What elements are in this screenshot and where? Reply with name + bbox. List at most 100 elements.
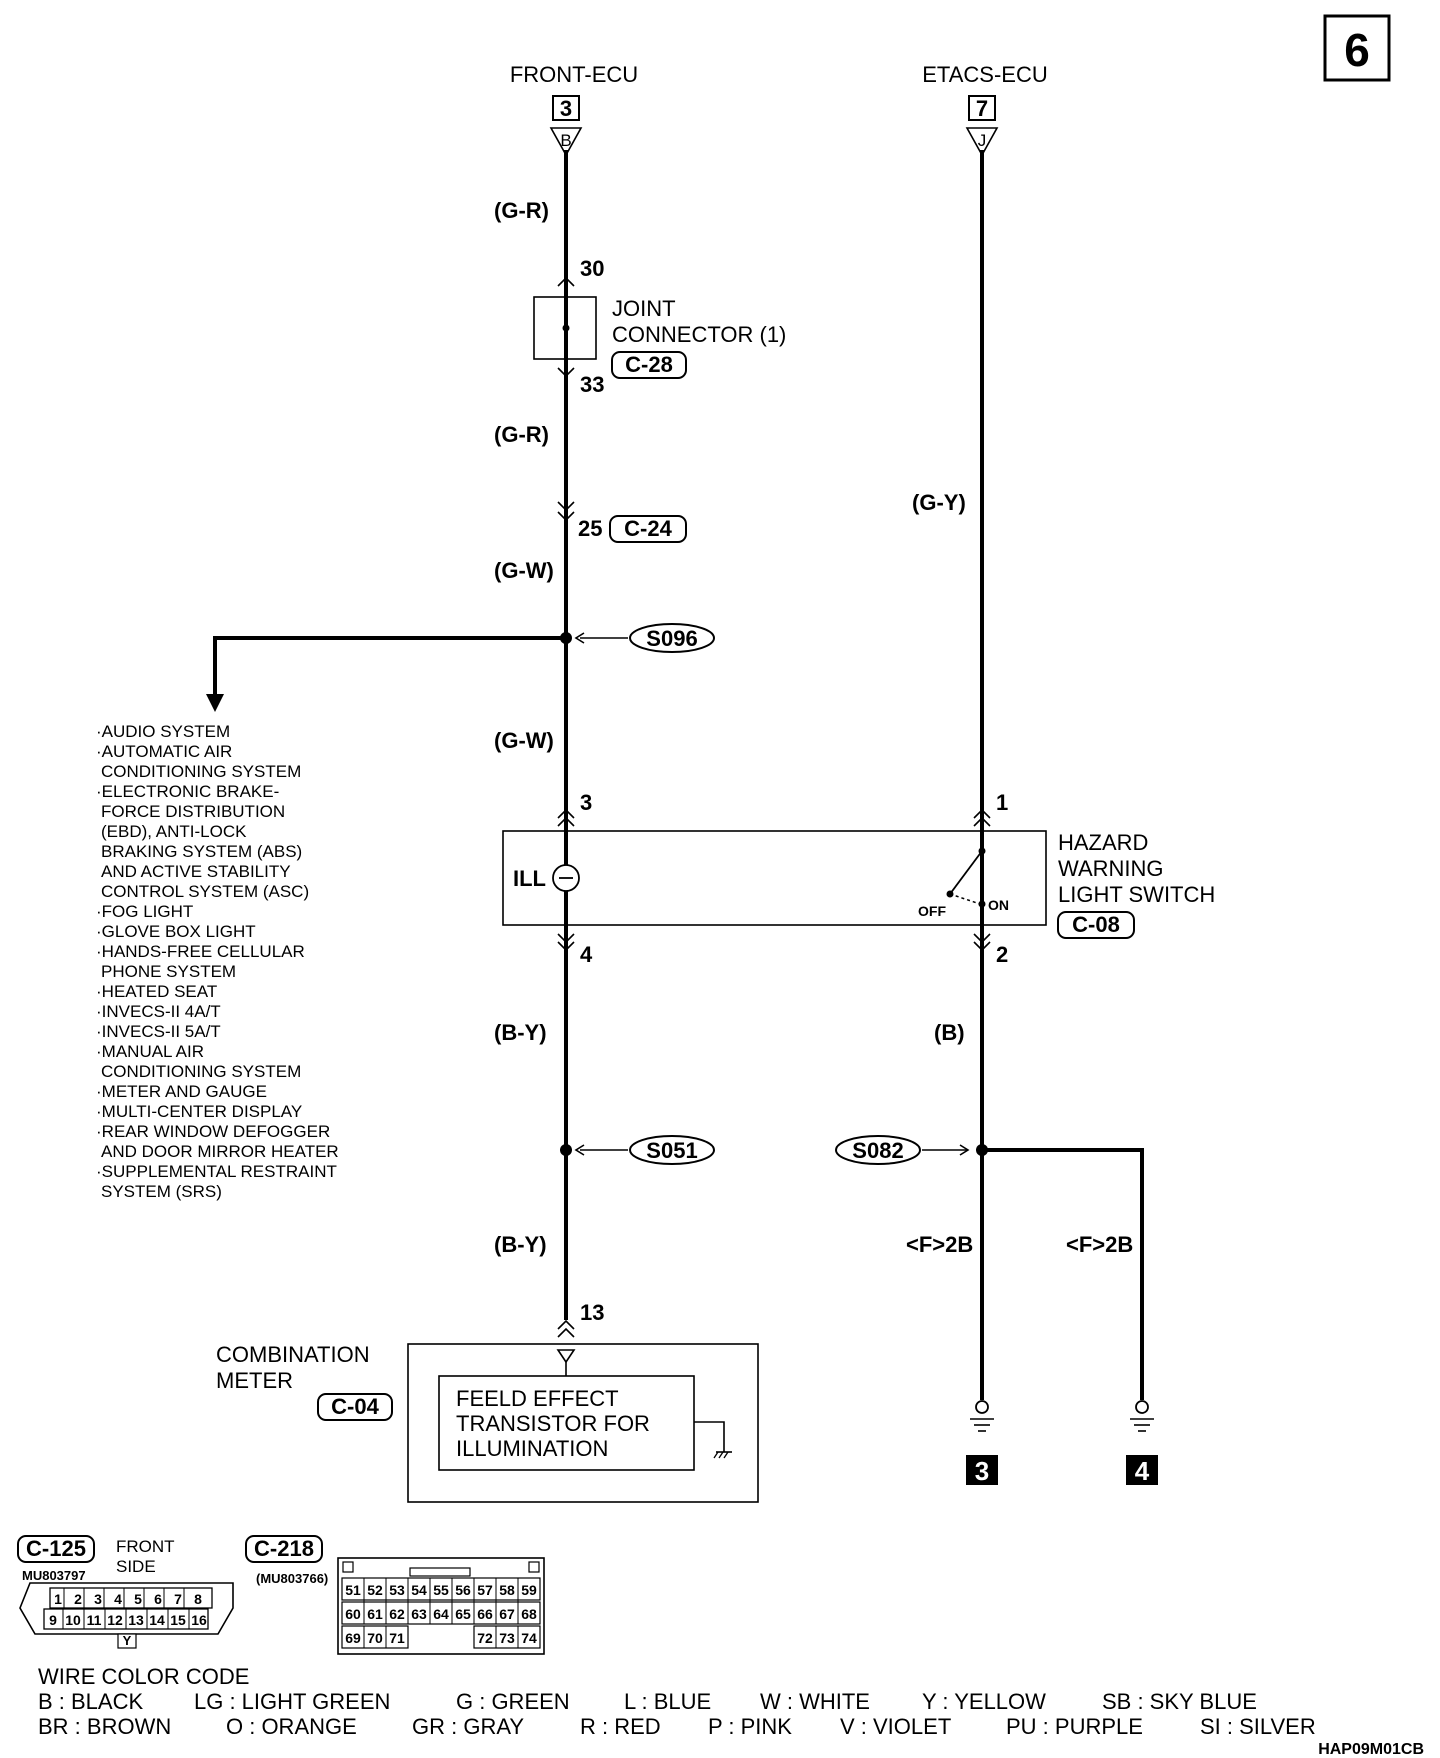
branch-item: CONTROL SYSTEM (ASC) xyxy=(101,882,309,901)
joint-label-1: JOINT xyxy=(612,296,676,321)
hazard-label-1: HAZARD xyxy=(1058,830,1148,855)
c218-pin-grid: 51 52 53 54 55 56 57 58 59 60 61 62 63 6… xyxy=(341,1577,541,1649)
branch-item: BRAKING SYSTEM (ABS) xyxy=(101,842,302,861)
branch-item: ·GLOVE BOX LIGHT xyxy=(96,922,256,941)
splice-s082: S082 xyxy=(835,1135,1144,1400)
wire-color-code: WIRE COLOR CODE B : BLACK LG : LIGHT GRE… xyxy=(38,1664,1316,1739)
joint-connector: 30 33 JOINT CONNECTOR (1) C-28 xyxy=(533,256,786,397)
etacs-ecu-label: ETACS-ECU xyxy=(922,62,1048,87)
c218-pin: 57 xyxy=(477,1582,493,1598)
s082-label: S082 xyxy=(852,1138,903,1163)
branch-item: AND DOOR MIRROR HEATER xyxy=(101,1142,339,1161)
branch-item: SYSTEM (SRS) xyxy=(101,1182,222,1201)
joint-connector-id: C-28 xyxy=(625,352,673,377)
hazard-connector-id: C-08 xyxy=(1072,912,1120,937)
meter-connector-id: C-04 xyxy=(331,1394,379,1419)
c24-connector: 25 C-24 xyxy=(557,501,687,543)
ground-3: 3 xyxy=(966,1400,998,1486)
hazard-label-3: LIGHT SWITCH xyxy=(1058,882,1215,907)
joint-label-2: CONNECTOR (1) xyxy=(612,322,786,347)
c218-pin: 67 xyxy=(499,1606,515,1622)
color-code-entry: BR : BROWN xyxy=(38,1714,171,1739)
c218-pin: 62 xyxy=(389,1606,405,1622)
c125-pin: 16 xyxy=(191,1612,207,1628)
fet-line-3: ILLUMINATION xyxy=(456,1436,608,1461)
c125-pin: 13 xyxy=(128,1612,144,1628)
branch-item: ·AUDIO SYSTEM xyxy=(96,722,230,741)
c125-part: MU803797 xyxy=(22,1568,86,1583)
wire-gy: (G-Y) xyxy=(912,490,966,515)
wire-gr-mid: (G-R) xyxy=(494,422,549,447)
etacs-ecu-pin: 7 xyxy=(976,96,988,121)
ground-left-number: 3 xyxy=(975,1456,989,1486)
branch-item: CONDITIONING SYSTEM xyxy=(101,1062,301,1081)
combination-meter: 13 FEELD EFFECT TRANSISTOR FOR ILLUMINAT… xyxy=(216,1300,759,1503)
c125-pin: 1 xyxy=(54,1591,62,1607)
color-code-entry: V : VIOLET xyxy=(840,1714,951,1739)
c125-pin: 6 xyxy=(154,1591,162,1607)
s096-label: S096 xyxy=(646,626,697,651)
branch-item: ·HEATED SEAT xyxy=(96,982,217,1001)
c218-pin: 55 xyxy=(433,1582,449,1598)
c218-pin: 74 xyxy=(521,1630,537,1646)
wire-ground-left: <F>2B xyxy=(906,1232,973,1257)
c218-pin: 51 xyxy=(345,1582,361,1598)
joint-pin-out: 33 xyxy=(580,372,604,397)
front-ecu-terminal: FRONT-ECU 3 B xyxy=(510,62,638,157)
color-code-entry: P : PINK xyxy=(708,1714,792,1739)
color-code-entry: Y : YELLOW xyxy=(922,1689,1046,1714)
c218-part: (MU803766) xyxy=(256,1571,328,1586)
branch-item: ·METER AND GAUGE xyxy=(96,1082,267,1101)
wire-by-bottom: (B-Y) xyxy=(494,1232,547,1257)
c125-pin-grid: 1 2 3 4 5 6 7 8 9 10 11 12 13 14 15 16 xyxy=(43,1587,213,1630)
branch-item: PHONE SYSTEM xyxy=(101,962,236,981)
color-code-entry: O : ORANGE xyxy=(226,1714,357,1739)
c218-pin: 54 xyxy=(411,1582,427,1598)
c218-pin: 61 xyxy=(367,1606,383,1622)
switch-contact-icon xyxy=(946,847,986,908)
hazard-warning-switch: 3 1 4 2 ILL OFF ON HAZARD WARNING LIGHT … xyxy=(502,790,1215,967)
c218-pin: 68 xyxy=(521,1606,537,1622)
figure-code: HAP09M01CB xyxy=(1318,1741,1424,1758)
branch-item: ·INVECS-II 4A/T xyxy=(96,1002,221,1021)
wire-gw-mid: (G-W) xyxy=(494,728,554,753)
chassis-ground-icon xyxy=(713,1451,732,1459)
hazard-pin-2: 2 xyxy=(996,942,1008,967)
color-code-entry: R : RED xyxy=(580,1714,661,1739)
branch-item: ·ELECTRONIC BRAKE- xyxy=(96,782,279,801)
wire-by-top: (B-Y) xyxy=(494,1020,547,1045)
ground-right-number: 4 xyxy=(1135,1456,1150,1486)
branch-item: (EBD), ANTI-LOCK xyxy=(101,822,247,841)
c218-pin: 52 xyxy=(367,1582,383,1598)
branch-system-list: ·AUDIO SYSTEM ·AUTOMATIC AIR CONDITIONIN… xyxy=(96,722,339,1201)
color-code-entry: W : WHITE xyxy=(760,1689,870,1714)
hazard-pin-3: 3 xyxy=(580,790,592,815)
c218-pin: 65 xyxy=(455,1606,471,1622)
fet-line-1: FEELD EFFECT xyxy=(456,1386,619,1411)
branch-item: ·REAR WINDOW DEFOGGER xyxy=(96,1122,330,1141)
c125-pin: 14 xyxy=(149,1612,165,1628)
branch-item: ·HANDS-FREE CELLULAR xyxy=(96,942,305,961)
etacs-ecu-terminal: ETACS-ECU 7 J xyxy=(922,62,1048,157)
color-code-entry: SB : SKY BLUE xyxy=(1102,1689,1257,1714)
c218-pin: 64 xyxy=(433,1606,449,1622)
c125-pin: 2 xyxy=(74,1591,82,1607)
c218-pin: 60 xyxy=(345,1606,361,1622)
color-code-entry: GR : GRAY xyxy=(412,1714,524,1739)
c218-pin: 53 xyxy=(389,1582,405,1598)
color-code-entry: PU : PURPLE xyxy=(1006,1714,1143,1739)
wire-b: (B) xyxy=(934,1020,965,1045)
meter-label-1: COMBINATION xyxy=(216,1342,370,1367)
c218-pin: 66 xyxy=(477,1606,493,1622)
joint-pin-in: 30 xyxy=(580,256,604,281)
hazard-label-2: WARNING xyxy=(1058,856,1164,881)
ill-label: ILL xyxy=(513,866,546,891)
c218-pin: 71 xyxy=(389,1630,405,1646)
etacs-ecu-connector: J xyxy=(978,131,987,150)
c24-connector-id: C-24 xyxy=(624,516,672,541)
meter-label-2: METER xyxy=(216,1368,293,1393)
c218-pin: 69 xyxy=(345,1630,361,1646)
wire-ground-right: <F>2B xyxy=(1066,1232,1133,1257)
c125-pin: 3 xyxy=(94,1591,102,1607)
hazard-pin-4: 4 xyxy=(580,942,593,967)
